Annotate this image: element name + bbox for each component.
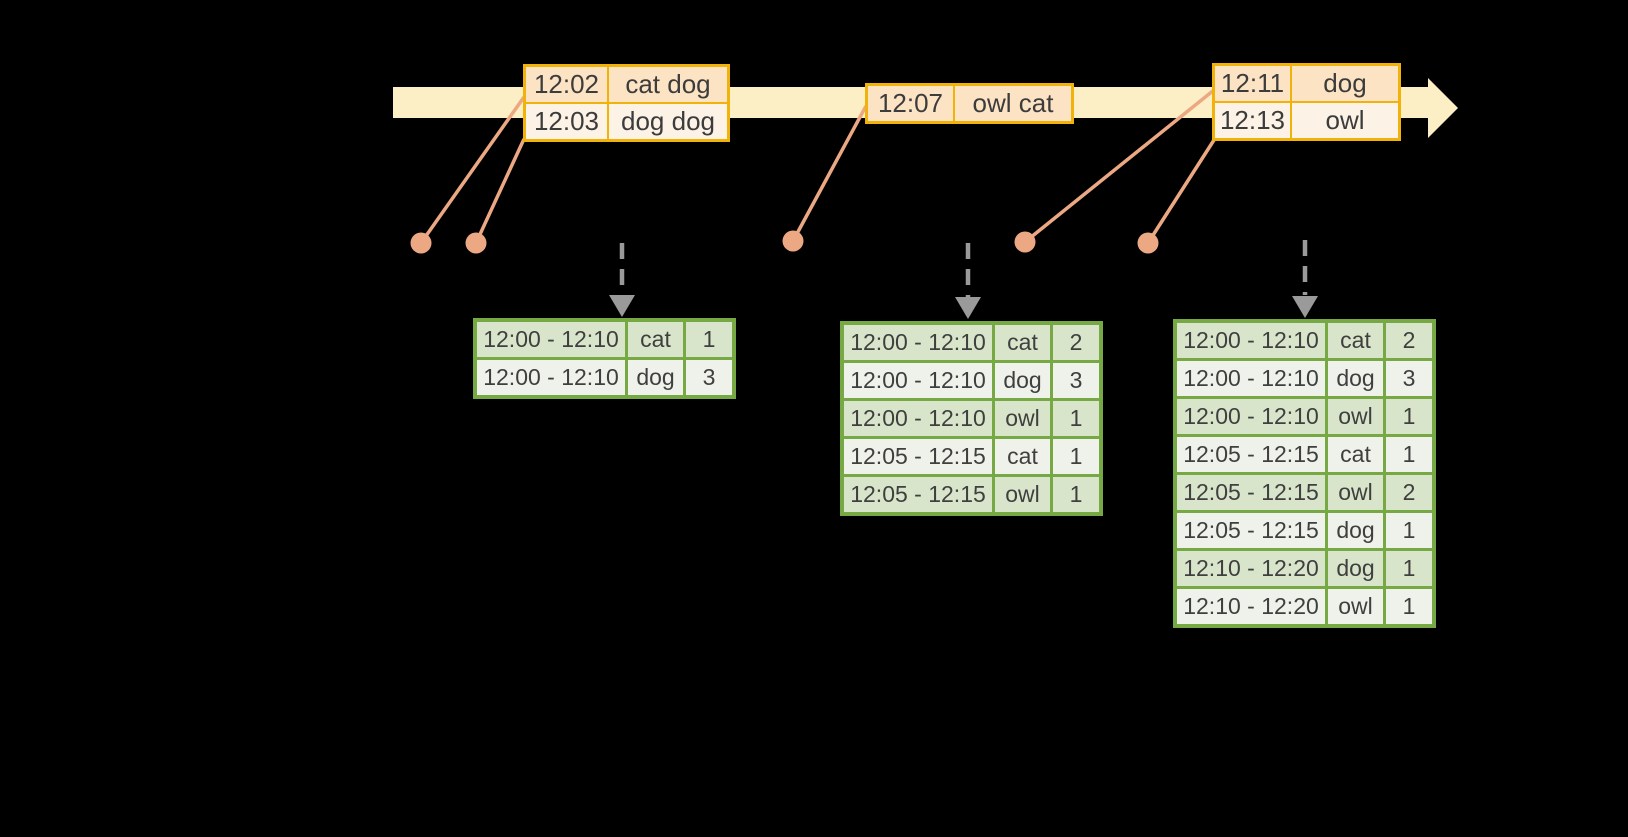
result-word-cell: cat xyxy=(995,325,1050,360)
event-time-cell: 12:11 xyxy=(1215,66,1290,101)
result-count-cell: 1 xyxy=(1053,477,1099,512)
event-words-cell: cat dog xyxy=(609,67,727,102)
result-word-cell: dog xyxy=(1328,551,1383,586)
event-dot xyxy=(410,232,432,254)
result-word-cell: dog xyxy=(628,360,683,395)
result-word-cell: owl xyxy=(995,477,1050,512)
result-count-cell: 1 xyxy=(1386,589,1432,624)
event-time-cell: 12:13 xyxy=(1215,103,1290,138)
result-count-cell: 2 xyxy=(1386,475,1432,510)
result-count-cell: 1 xyxy=(1386,399,1432,434)
result-word-cell: owl xyxy=(995,401,1050,436)
down-arrow-icon xyxy=(955,297,981,319)
event-words-cell: owl cat xyxy=(955,86,1071,121)
result-word-cell: dog xyxy=(1328,513,1383,548)
timeline-arrowhead-icon xyxy=(1428,78,1458,138)
result-window-cell: 12:00 - 12:10 xyxy=(844,325,992,360)
result-window-cell: 12:05 - 12:15 xyxy=(1177,437,1325,472)
result-word-cell: cat xyxy=(1328,437,1383,472)
result-count-cell: 3 xyxy=(686,360,732,395)
event-connector-line xyxy=(791,105,868,242)
event-dots xyxy=(410,230,1159,254)
result-window-cell: 12:00 - 12:10 xyxy=(477,360,625,395)
result-word-cell: cat xyxy=(1328,323,1383,358)
result-word-cell: dog xyxy=(1328,361,1383,396)
result-count-cell: 1 xyxy=(686,322,732,357)
event-words-cell: dog xyxy=(1292,66,1398,101)
result-window-cell: 12:10 - 12:20 xyxy=(1177,551,1325,586)
result-count-cell: 1 xyxy=(1053,439,1099,474)
event-connector-lines xyxy=(419,88,1216,245)
result-window-cell: 12:00 - 12:10 xyxy=(477,322,625,357)
result-window-cell: 12:00 - 12:10 xyxy=(1177,399,1325,434)
event-time-cell: 12:07 xyxy=(868,86,953,121)
result-word-cell: cat xyxy=(628,322,683,357)
result-word-cell: dog xyxy=(995,363,1050,398)
event-words-cell: owl xyxy=(1292,103,1398,138)
result-word-cell: owl xyxy=(1328,589,1383,624)
event-connector-line xyxy=(419,95,526,245)
result-word-cell: owl xyxy=(1328,399,1383,434)
event-time-cell: 12:02 xyxy=(526,67,607,102)
result-window-cell: 12:05 - 12:15 xyxy=(844,439,992,474)
result-window-cell: 12:00 - 12:10 xyxy=(844,363,992,398)
trigger-arrowheads xyxy=(609,295,1318,319)
result-count-cell: 1 xyxy=(1386,551,1432,586)
result-window-cell: 12:00 - 12:10 xyxy=(844,401,992,436)
event-time-cell: 12:03 xyxy=(526,104,607,139)
result-window-cell: 12:10 - 12:20 xyxy=(1177,589,1325,624)
result-window-cell: 12:00 - 12:10 xyxy=(1177,323,1325,358)
result-count-cell: 1 xyxy=(1386,437,1432,472)
result-word-cell: cat xyxy=(995,439,1050,474)
result-count-cell: 1 xyxy=(1053,401,1099,436)
result-count-cell: 3 xyxy=(1053,363,1099,398)
event-dot xyxy=(1014,231,1036,253)
event-dot xyxy=(1137,232,1159,254)
event-dot xyxy=(782,230,804,252)
result-window-cell: 12:05 - 12:15 xyxy=(1177,513,1325,548)
result-count-cell: 2 xyxy=(1386,323,1432,358)
result-window-cell: 12:05 - 12:15 xyxy=(844,477,992,512)
event-words-cell: dog dog xyxy=(609,104,727,139)
result-count-cell: 1 xyxy=(1386,513,1432,548)
down-arrow-icon xyxy=(1292,296,1318,318)
result-window-cell: 12:00 - 12:10 xyxy=(1177,361,1325,396)
event-dot xyxy=(465,232,487,254)
trigger-arrows xyxy=(619,240,1308,297)
result-word-cell: owl xyxy=(1328,475,1383,510)
event-connector-line xyxy=(1023,88,1216,244)
event-connector-line xyxy=(1146,139,1216,244)
event-connector-line xyxy=(474,138,526,244)
result-window-cell: 12:05 - 12:15 xyxy=(1177,475,1325,510)
result-count-cell: 2 xyxy=(1053,325,1099,360)
down-arrow-icon xyxy=(609,295,635,317)
result-count-cell: 3 xyxy=(1386,361,1432,396)
